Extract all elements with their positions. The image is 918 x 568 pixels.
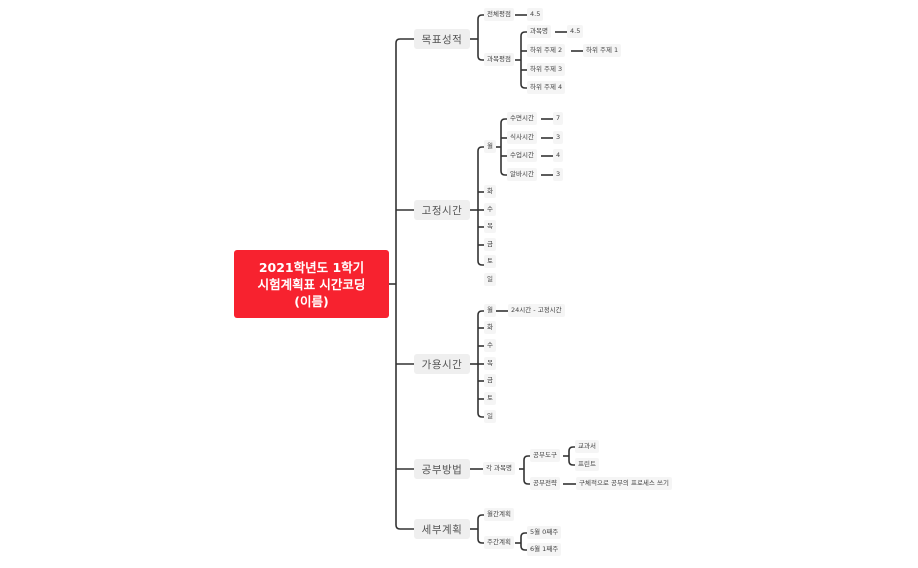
node-per-subject[interactable]: 각 과목명	[483, 462, 515, 475]
node-class-time-value[interactable]: 4	[553, 149, 564, 162]
node-overall-gpa[interactable]: 전체평점	[484, 8, 514, 21]
node-week-jun-1[interactable]: 6월 1째주	[527, 543, 562, 556]
node-fixed-tue[interactable]: 화	[484, 185, 496, 198]
node-subtopic-2[interactable]: 하위 주제 2	[527, 44, 566, 57]
branch-fixed-time[interactable]: 고정시간	[414, 200, 470, 220]
node-handout[interactable]: 프린트	[575, 458, 599, 471]
node-meal-time-value[interactable]: 3	[553, 131, 564, 144]
node-study-strategy[interactable]: 공부전략	[530, 477, 560, 490]
node-study-tools[interactable]: 공부도구	[530, 449, 560, 462]
node-fixed-fri[interactable]: 금	[484, 238, 496, 251]
node-sleep-time-value[interactable]: 7	[553, 112, 564, 125]
node-overall-gpa-value[interactable]: 4.5	[527, 8, 544, 21]
node-meal-time[interactable]: 식사시간	[507, 131, 537, 144]
node-parttime-job-value[interactable]: 3	[553, 168, 564, 181]
node-parttime-job[interactable]: 알바시간	[507, 168, 537, 181]
root-title-line3: (이름)	[294, 293, 329, 309]
node-week-may-0[interactable]: 5월 0째주	[527, 526, 562, 539]
node-subtopic-1[interactable]: 하위 주제 1	[583, 44, 622, 57]
node-weekly-plan[interactable]: 주간계획	[484, 536, 514, 549]
branch-available-time[interactable]: 가용시간	[414, 354, 470, 374]
node-fixed-wed[interactable]: 수	[484, 203, 496, 216]
node-avail-sat[interactable]: 토	[484, 392, 496, 405]
node-subtopic-3[interactable]: 하위 주제 3	[527, 63, 566, 76]
node-subject-gpa[interactable]: 과목평점	[484, 53, 514, 66]
branch-study-method[interactable]: 공부방법	[414, 459, 470, 479]
root-title-line2: 시험계획표 시간코딩	[257, 276, 366, 292]
node-subject-name[interactable]: 과목명	[527, 25, 551, 38]
node-avail-tue[interactable]: 화	[484, 321, 496, 334]
node-class-time[interactable]: 수업시간	[507, 149, 537, 162]
root-topic[interactable]: 2021학년도 1학기 시험계획표 시간코딩 (이름)	[234, 250, 389, 318]
node-subtopic-4[interactable]: 하위 주제 4	[527, 81, 566, 94]
node-avail-wed[interactable]: 수	[484, 339, 496, 352]
node-strategy-desc[interactable]: 구체적으로 공부의 프로세스 쓰기	[576, 477, 672, 490]
node-fixed-thu[interactable]: 목	[484, 220, 496, 233]
node-sleep-time[interactable]: 수면시간	[507, 112, 537, 125]
node-fixed-mon[interactable]: 월	[484, 140, 496, 153]
node-avail-fri[interactable]: 금	[484, 374, 496, 387]
root-title-line1: 2021학년도 1학기	[258, 259, 365, 275]
branch-goal-grade[interactable]: 목표성적	[414, 29, 470, 49]
node-avail-sun[interactable]: 일	[484, 410, 496, 423]
node-avail-mon[interactable]: 월	[484, 304, 496, 317]
node-fixed-sun[interactable]: 일	[484, 273, 496, 286]
branch-detail-plan[interactable]: 세부계획	[414, 519, 470, 539]
node-fixed-sat[interactable]: 토	[484, 255, 496, 268]
node-avail-formula[interactable]: 24시간 - 고정시간	[508, 304, 565, 317]
node-avail-thu[interactable]: 목	[484, 357, 496, 370]
node-monthly-plan[interactable]: 월간계획	[484, 508, 514, 521]
node-subject-name-value[interactable]: 4.5	[567, 25, 584, 38]
node-textbook[interactable]: 교과서	[575, 440, 599, 453]
